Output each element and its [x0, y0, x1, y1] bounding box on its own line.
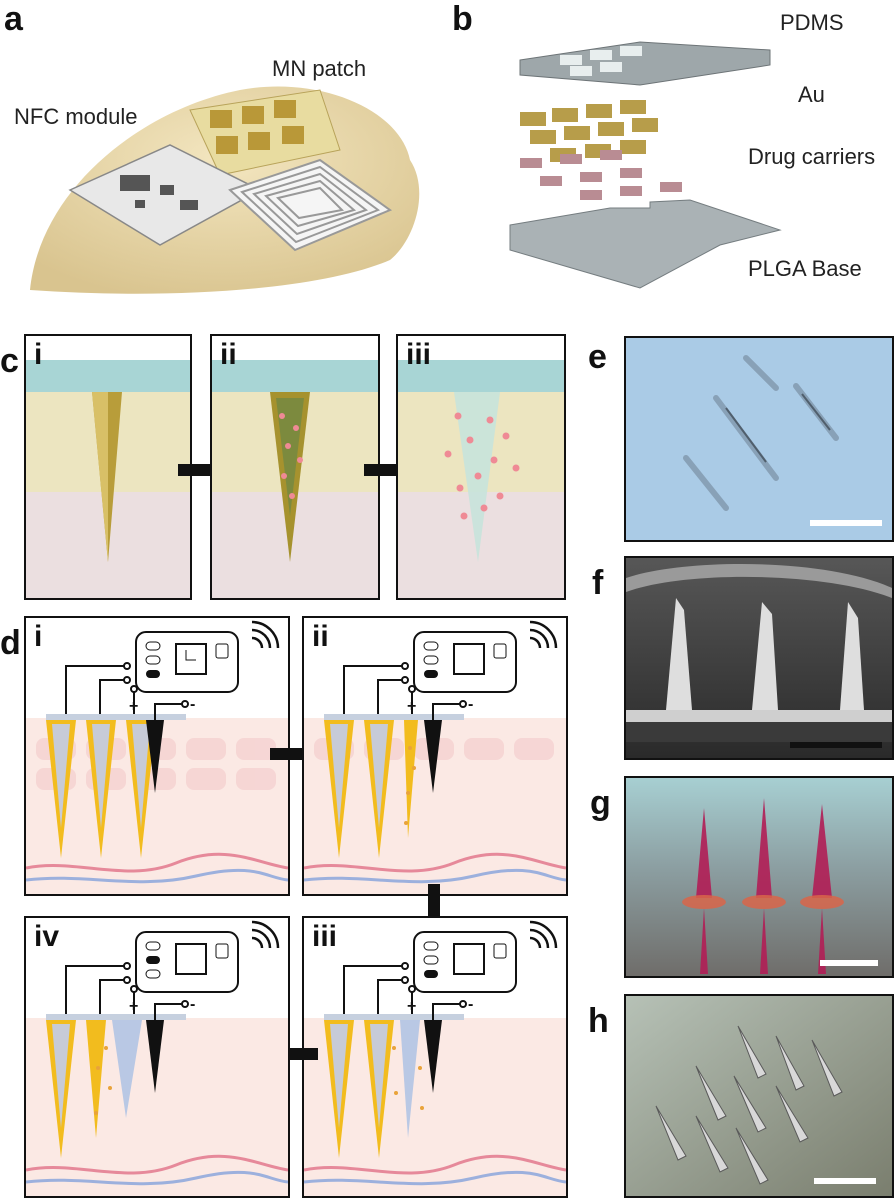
- wireless-icon: [529, 620, 558, 649]
- layer-label-plga-base: PLGA Base: [748, 256, 862, 281]
- label-nfc-module: NFC module: [14, 104, 138, 129]
- plus-sign: +: [407, 698, 417, 715]
- microneedles: [324, 1020, 442, 1158]
- label-mn-patch: MN patch: [272, 56, 367, 81]
- nfc-chip-icon: [413, 931, 517, 993]
- minus-sign: -: [468, 696, 474, 713]
- layer-drug-carriers: [520, 150, 682, 200]
- panel-d-step-ii: ii + -: [302, 616, 568, 896]
- metal-microneedles: [655, 1025, 843, 1185]
- step-label: i: [34, 620, 43, 653]
- layer-au: [520, 100, 658, 162]
- layer-plga-base: [509, 199, 782, 289]
- panel-a-illustration: [20, 40, 450, 300]
- nfc-chip-icon: [135, 931, 239, 993]
- panel-a-letter: a: [4, 0, 23, 38]
- minus-sign: -: [468, 996, 474, 1013]
- panel-c-step-ii: ii: [210, 334, 380, 600]
- panel-c-step-i: i: [24, 334, 192, 600]
- panel-g-letter: g: [590, 784, 611, 822]
- plus-sign: +: [129, 998, 139, 1015]
- plus-sign: +: [129, 698, 139, 715]
- panel-b-letter: b: [452, 0, 473, 38]
- step-label: iv: [34, 920, 60, 953]
- wireless-icon: [251, 920, 280, 949]
- mn-patch: [189, 89, 341, 176]
- photo-h: [624, 994, 894, 1198]
- nfc-chip-icon: [413, 631, 517, 693]
- panel-d-letter: d: [0, 624, 21, 662]
- panel-b-exploded-view: [490, 30, 790, 300]
- panel-h-letter: h: [588, 1002, 609, 1040]
- scale-bar: [820, 960, 878, 966]
- panel-c-step-iii: iii: [396, 334, 566, 600]
- photo-f: [624, 556, 894, 760]
- panel-d-step-iii: iii + -: [302, 916, 568, 1198]
- scale-bar: [810, 520, 882, 526]
- photo-e: [624, 336, 894, 542]
- step-label: i: [34, 338, 43, 371]
- plus-sign: +: [407, 998, 417, 1015]
- scale-bar: [790, 742, 882, 748]
- microneedles: [46, 720, 164, 858]
- panel-d-step-i: i + -: [24, 616, 290, 896]
- scale-bar: [814, 1178, 876, 1184]
- step-label: ii: [220, 338, 237, 371]
- nfc-coil: [228, 158, 393, 252]
- layer-pdms: [519, 41, 771, 86]
- panel-c-letter: c: [0, 342, 19, 380]
- panel-d-step-iv: iv + -: [24, 916, 290, 1198]
- drug-loaded-microneedles: [682, 798, 844, 974]
- sem-microneedles: [666, 598, 864, 710]
- microneedles: [46, 1020, 164, 1158]
- step-label: iii: [406, 338, 432, 371]
- wireless-icon: [529, 920, 558, 949]
- step-label: iii: [312, 920, 338, 953]
- layer-label-pdms: PDMS: [780, 10, 844, 35]
- layer-label-drug-carriers: Drug carriers: [748, 144, 876, 169]
- panel-f-letter: f: [592, 564, 604, 602]
- microneedles: [324, 720, 442, 858]
- wireless-icon: [251, 620, 280, 649]
- panel-e-letter: e: [588, 338, 607, 376]
- minus-sign: -: [190, 696, 196, 713]
- layer-label-au: Au: [798, 82, 825, 107]
- photo-g: [624, 776, 894, 978]
- nfc-chip-icon: [135, 631, 239, 693]
- step-label: ii: [312, 620, 329, 653]
- minus-sign: -: [190, 996, 196, 1013]
